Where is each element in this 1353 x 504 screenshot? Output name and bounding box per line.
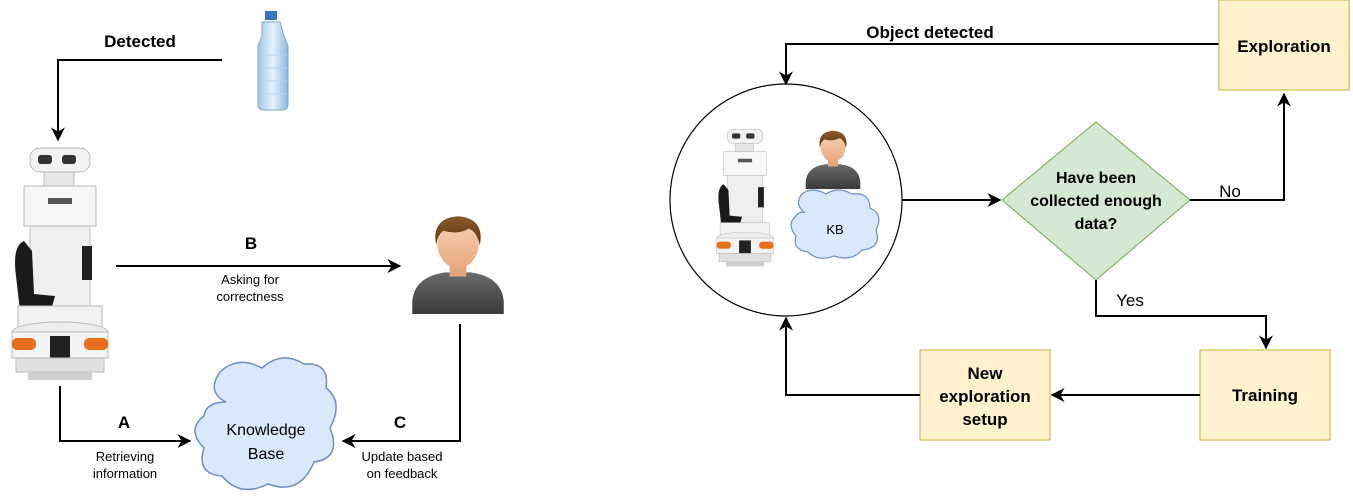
exploration-box [1218,0,1350,91]
edge-c-caption-1: Update based [362,449,443,464]
edge-c-letter: C [394,413,406,432]
training-box [1199,349,1331,441]
detected-label: Detected [104,32,176,51]
person-icon [412,216,504,314]
yes-label: Yes [1116,291,1144,310]
edge-b-letter: B [245,234,257,253]
edge-b-caption-2: correctness [216,289,284,304]
edge-no [1190,92,1291,201]
decision-label-1: Have been [1056,170,1136,187]
edge-b-caption-1: Asking for [221,272,279,287]
new-setup-label-1: New [968,364,1004,383]
decision-label-3: data? [1075,216,1118,233]
edge-a-caption-1: Retrieving [96,449,155,464]
knowledge-base-label-2: Base [248,446,285,463]
kb-label: KB [826,222,843,237]
water-bottle-icon [257,11,289,111]
kb-cloud-icon [790,189,880,259]
edge-yes [1095,280,1273,350]
edge-a [59,386,192,448]
new-setup-box [919,349,1051,441]
new-setup-label-2: exploration [939,387,1031,406]
edge-a-letter: A [118,413,130,432]
robot-icon [11,147,109,381]
new-setup-label-3: setup [962,410,1007,429]
cloud-icon [194,357,337,491]
edge-object-detected [779,43,1219,86]
edge-back-to-agent [779,316,920,396]
edge-detected [51,59,222,142]
training-label: Training [1232,386,1298,405]
knowledge-base-label-1: Knowledge [226,422,305,439]
edge-c [341,324,461,448]
object-detected-label: Object detected [866,23,994,42]
edge-a-caption-2: information [93,466,157,481]
decision-label-2: collected enough [1030,193,1162,210]
edge-c-caption-2: on feedback [367,466,438,481]
no-label: No [1219,182,1241,201]
exploration-label: Exploration [1237,37,1331,56]
